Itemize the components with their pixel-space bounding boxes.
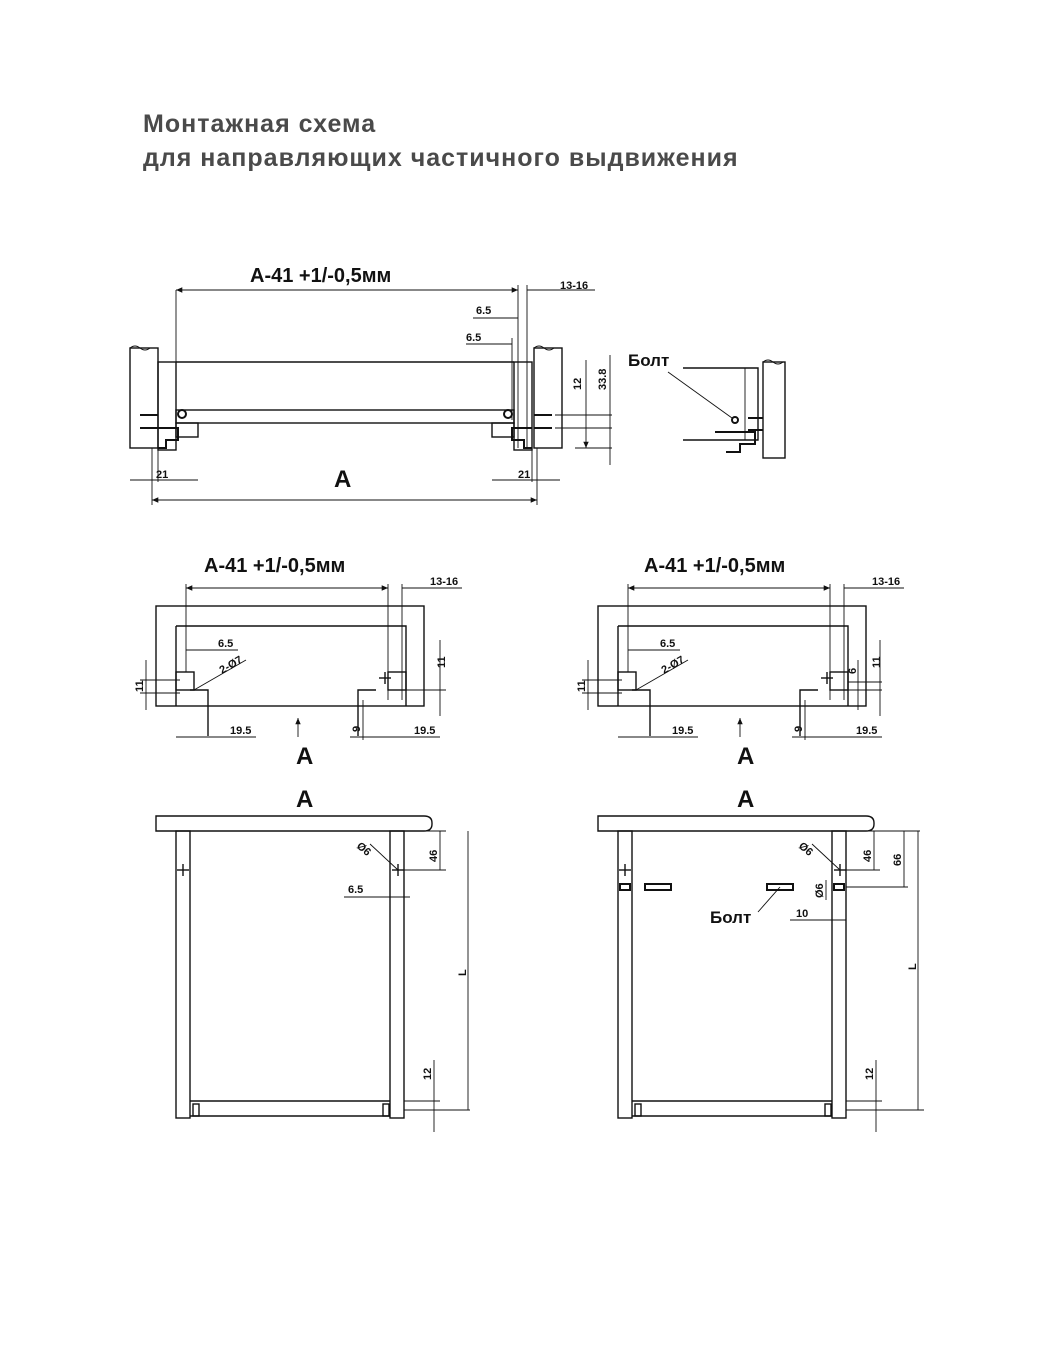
fl-dim-9: 9	[351, 726, 363, 732]
bolt-label: Болт	[628, 351, 669, 370]
sl-label-a: A	[296, 786, 313, 813]
fl-label-a: A	[296, 743, 313, 770]
sr-dim-l: L	[907, 963, 919, 970]
top-formula: A-41 +1/-0,5мм	[250, 265, 391, 287]
fr-dim-9: 9	[793, 726, 805, 732]
top-dim-33-8: 33.8	[597, 369, 609, 390]
fl-dim-hole: 2-Ø7	[218, 654, 245, 677]
sr-dim-d6-side: Ø6	[814, 883, 826, 898]
fr-label-a: A	[737, 743, 754, 770]
fl-formula: A-41 +1/-0,5мм	[204, 555, 345, 577]
top-view-section: A-41 +1/-0,5мм 13-16 6.5 6.5 12 33.8 21 …	[129, 265, 612, 505]
fr-dim-hole: 2-Ø7	[660, 654, 687, 677]
left-runner	[158, 427, 179, 449]
fl-dim-6-5: 6.5	[218, 638, 233, 650]
fr-dim-6-5: 6.5	[660, 638, 675, 650]
sl-dim-6-5: 6.5	[348, 884, 363, 896]
sl-dim-12: 12	[422, 1068, 434, 1080]
top-dim-12: 12	[572, 378, 584, 390]
sr-label-a: A	[737, 786, 754, 813]
fr-dim-11-left: 11	[576, 680, 588, 692]
fr-dim-11-right: 11	[871, 656, 883, 668]
sr-bolt-label: Болт	[710, 908, 751, 927]
side-view-right: A Ø6 Ø6 46 66 10 Болт L 12	[597, 786, 924, 1132]
front-view-right: A-41 +1/-0,5мм 13-16 6.5 2-Ø7 11 6 11 9 …	[576, 555, 904, 770]
right-cabinet-wall	[533, 347, 563, 449]
sr-dim-10: 10	[796, 908, 808, 920]
sl-dim-d6: Ø6	[354, 840, 373, 859]
sr-dim-12: 12	[864, 1068, 876, 1080]
fl-dim-19-5-right: 19.5	[414, 725, 435, 737]
top-dim-13-16: 13-16	[560, 280, 588, 292]
fl-dim-11-left: 11	[134, 680, 146, 692]
fl-dim-11-right: 11	[436, 656, 448, 668]
right-runner	[511, 427, 532, 449]
left-cabinet-wall	[129, 347, 159, 449]
fr-dim-13-16: 13-16	[872, 576, 900, 588]
top-dim-21-left: 21	[156, 469, 168, 481]
right-drawer-side	[513, 361, 533, 451]
drawer-bottom	[175, 409, 515, 424]
title-line-1: Монтажная схема	[143, 110, 377, 138]
top-dim-6-5-a: 6.5	[476, 305, 491, 317]
fr-formula: A-41 +1/-0,5мм	[644, 555, 785, 577]
fr-dim-6: 6	[847, 668, 859, 674]
top-label-a: A	[334, 466, 351, 493]
top-dim-21-right: 21	[518, 469, 530, 481]
front-view-left: A-41 +1/-0,5мм 13-16 6.5 2-Ø7 11 11 9 19…	[134, 555, 462, 770]
sl-dim-l: L	[457, 969, 469, 976]
fr-dim-19-5-right: 19.5	[856, 725, 877, 737]
sr-dim-d6-top: Ø6	[796, 840, 815, 859]
fl-dim-19-5-left: 19.5	[230, 725, 251, 737]
sr-dim-46: 46	[862, 850, 874, 862]
bolt-detail: Болт	[628, 351, 786, 459]
top-dim-6-5-b: 6.5	[466, 332, 481, 344]
title-line-2: для направляющих частичного выдвижения	[143, 144, 739, 172]
left-drawer-side	[157, 361, 177, 451]
fl-dim-13-16: 13-16	[430, 576, 458, 588]
fr-dim-19-5-left: 19.5	[672, 725, 693, 737]
side-view-left: A Ø6 46 6.5 L 12	[155, 786, 470, 1132]
sl-dim-46: 46	[428, 850, 440, 862]
sr-dim-66: 66	[892, 854, 904, 866]
